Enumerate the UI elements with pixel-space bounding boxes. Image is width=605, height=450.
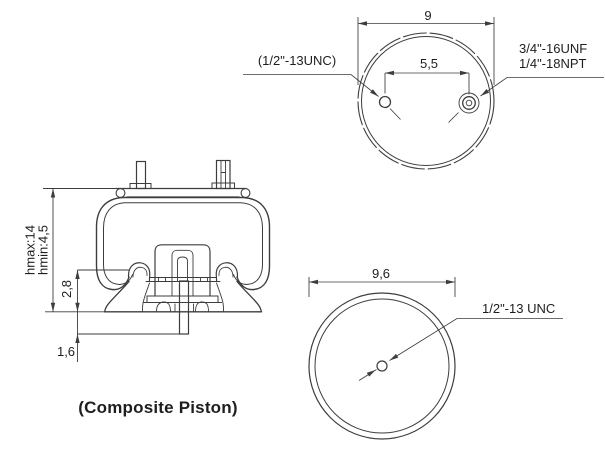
piston-core [154,244,211,297]
blind-hole-label: (1/2"-13UNC) [257,53,337,68]
top-view-linework [357,32,495,170]
leader-center-hole [389,318,563,361]
bellows-outline [95,196,271,291]
air-fitting-label-line2: 1/4"-18NPT [519,55,587,71]
bead-plate [115,187,251,198]
drawing-caption: (Composite Piston) [78,398,238,417]
bottom-view-diameter-dim: 9,6 [371,266,391,281]
piston-flange [127,262,239,282]
side-view-height-dim: hmax:14 hmin:4,5 [23,225,51,275]
top-view-hole-spacing-dim: 5,5 [419,56,439,71]
air-fitting-hole [458,92,480,114]
bottom-view-inner-circle [314,298,450,434]
leader-blind-hole [243,74,379,97]
piston-skirt [103,280,263,313]
hmin-dim: hmin:4,5 [35,225,50,275]
bottom-view-dimensions [308,277,563,381]
bottom-view-linework [308,292,456,440]
side-view-linework [95,159,271,335]
side-view-dimensions [43,188,189,362]
mounting-studs [129,159,235,190]
blind-hole [378,95,392,109]
dimension-arrowheads [50,188,80,343]
top-view-diameter-dim: 9 [424,8,432,23]
center-hole [376,360,388,372]
air-fitting-label-line1: 3/4"-16UNF [519,41,588,56]
base-stud [178,280,190,335]
center-hole-label: 1/2"-13 UNC [482,301,556,316]
stud-protrusion-dim: 1,6 [56,344,76,359]
flange-height-dim: 2,8 [58,279,74,299]
bottom-view-outer-circle [308,292,456,440]
leader-air-fitting [480,77,604,97]
top-view-inner-circle [361,36,491,166]
top-view-outer-circle [357,32,495,170]
top-view-dimensions [243,17,604,123]
